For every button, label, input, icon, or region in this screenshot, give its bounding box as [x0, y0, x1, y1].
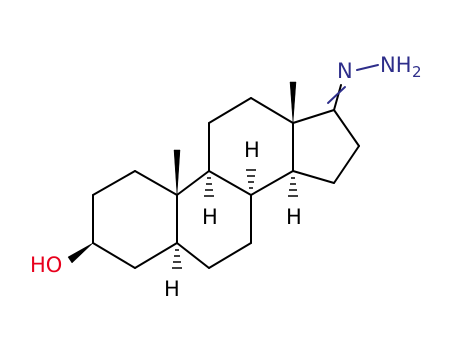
hydrazone-bonds	[327, 64, 379, 111]
amine-label: NH	[380, 53, 412, 77]
methyl-wedge-c10	[173, 149, 181, 196]
amine-subscript: 2	[412, 63, 422, 81]
ring-d	[292, 109, 360, 184]
h-c9-label: H	[202, 205, 218, 229]
hash-bond-c14	[288, 177, 298, 197]
methyl-wedge-c13	[289, 81, 297, 124]
h-c8-label: H	[244, 138, 260, 162]
ring-c	[208, 97, 294, 196]
hydroxyl-label: HO	[30, 253, 62, 277]
h-c5-label: H	[164, 277, 180, 301]
nitrogen-label: N	[337, 59, 353, 83]
ring-a	[92, 170, 178, 269]
h-c14-label: H	[286, 205, 302, 229]
hash-bond-c9	[204, 177, 214, 197]
ring-b	[176, 170, 252, 269]
hydroxyl-wedge	[67, 242, 94, 264]
hash-bond-c8	[246, 169, 256, 189]
hash-bond-c5	[172, 242, 182, 269]
